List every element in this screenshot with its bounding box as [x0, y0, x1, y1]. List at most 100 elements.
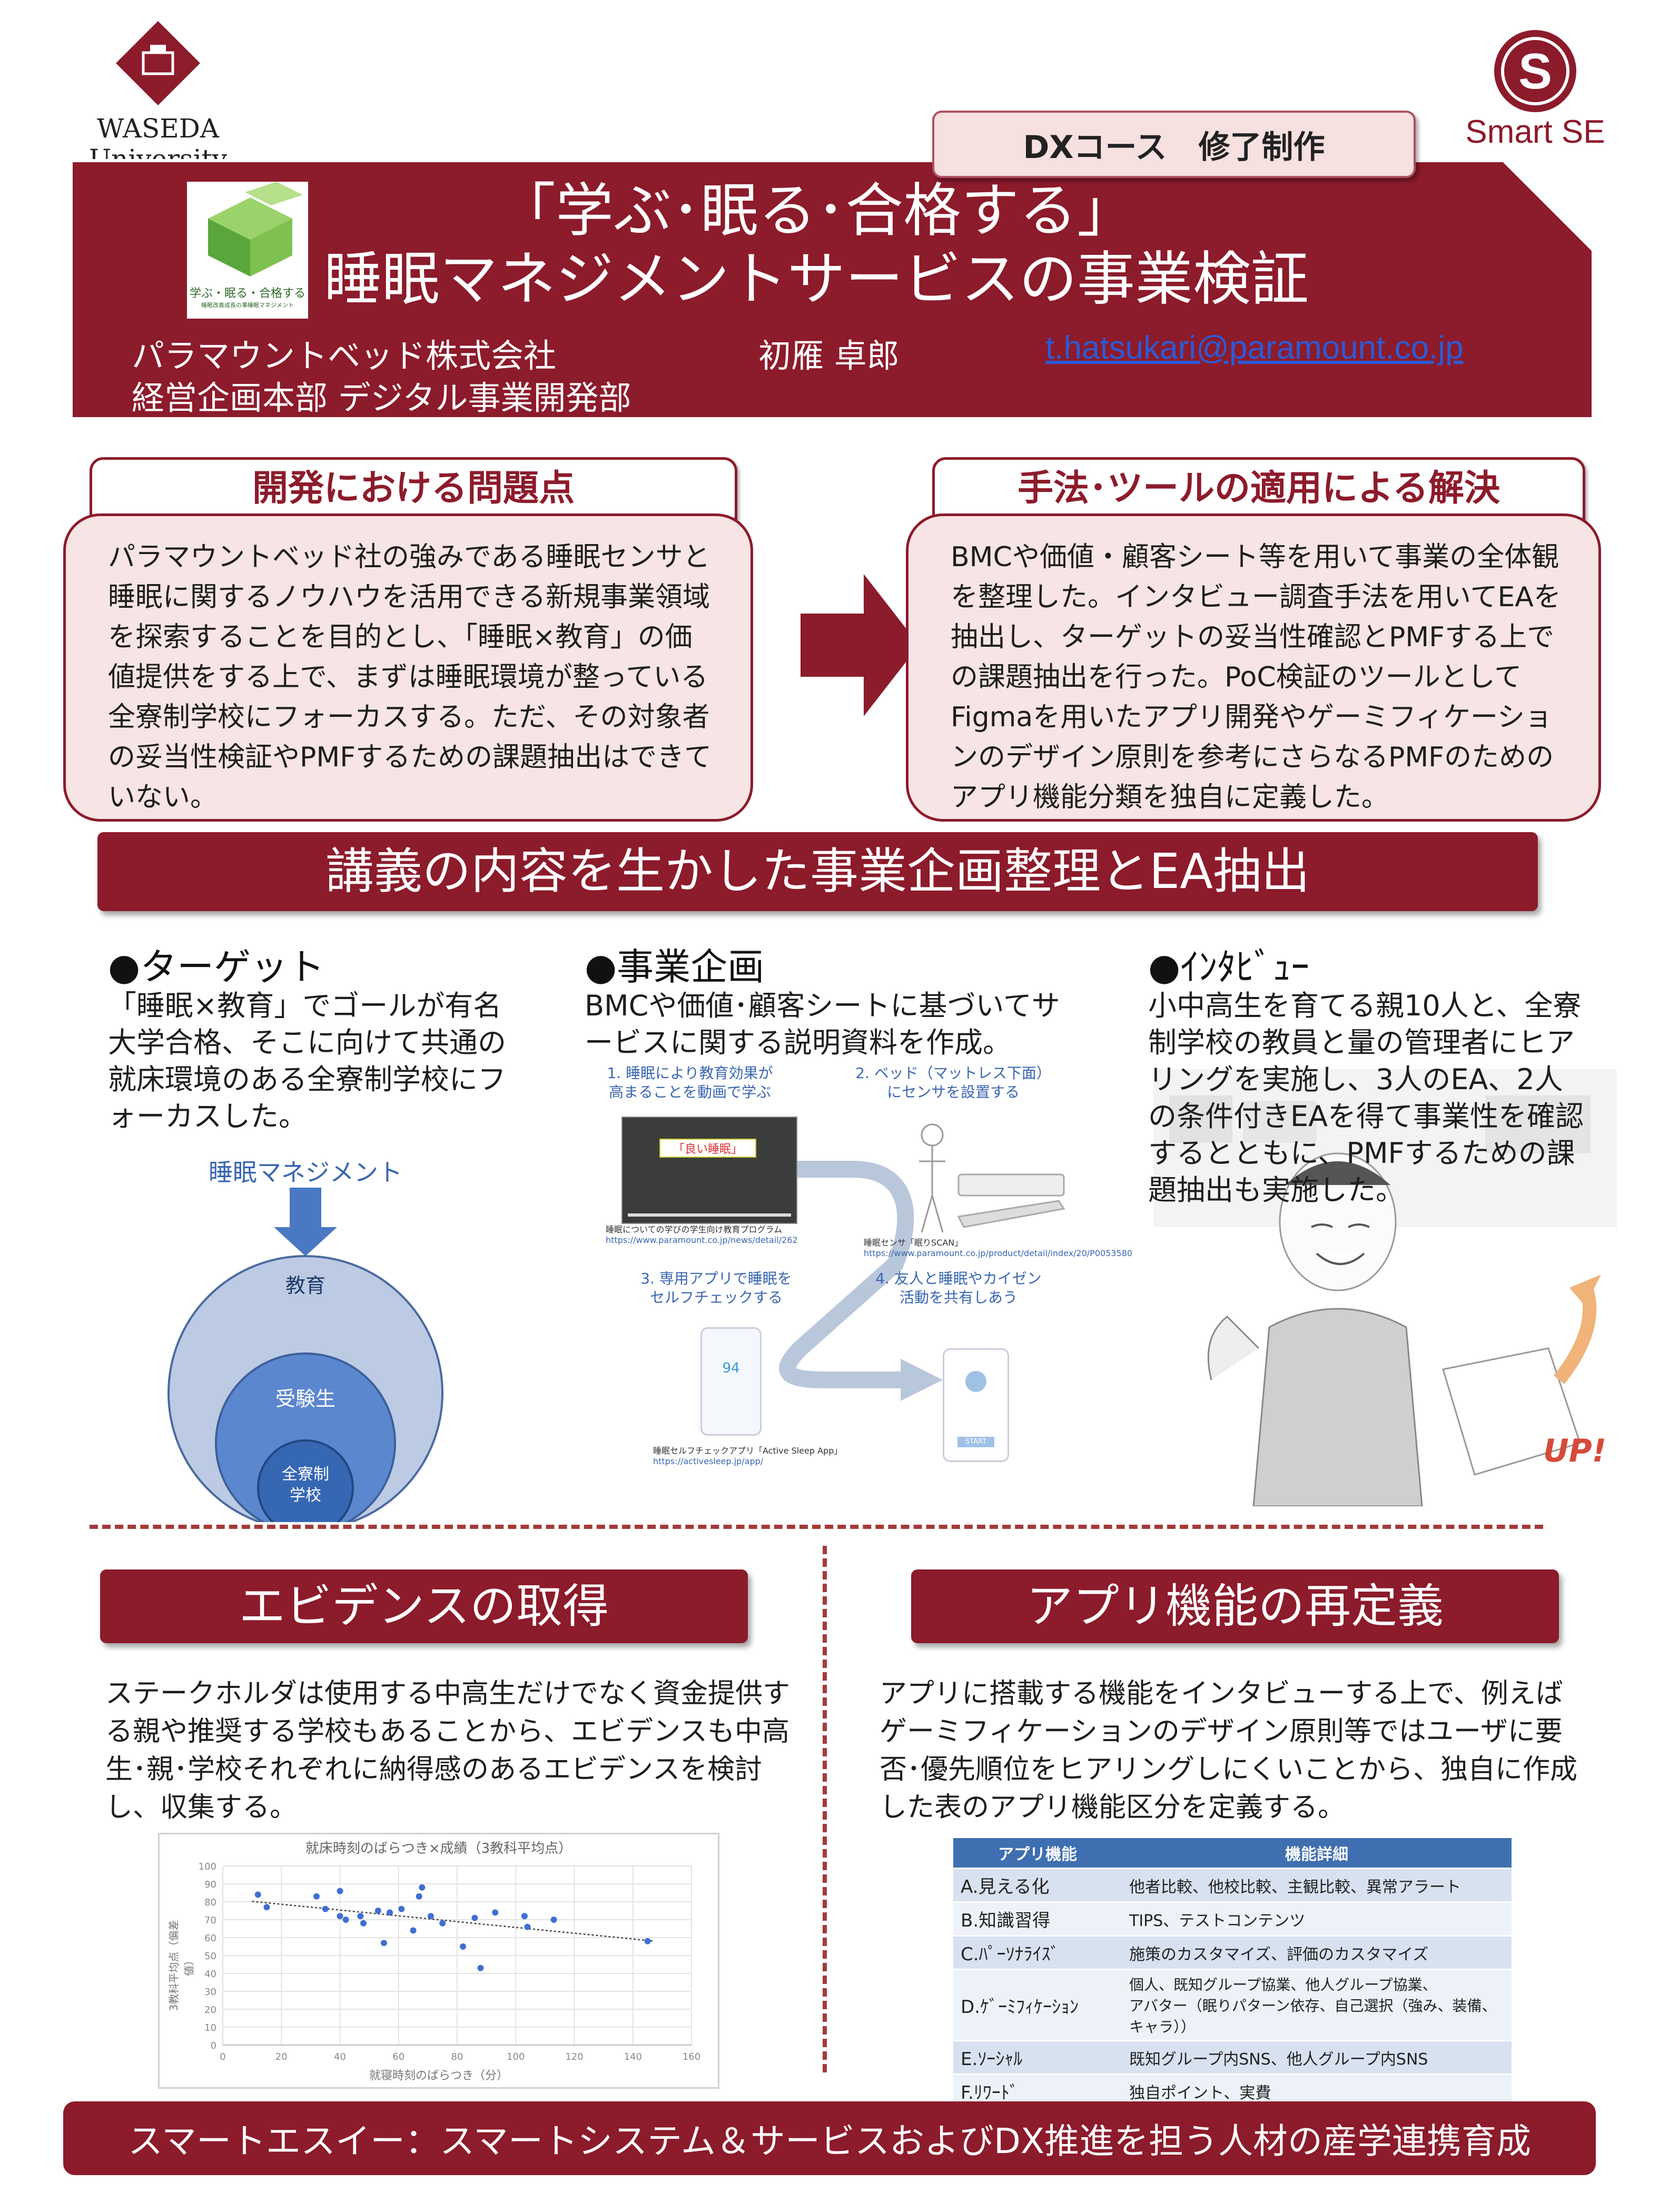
- scatter-point: [550, 1917, 557, 1923]
- author-name: 初雁 卓郎: [758, 337, 900, 375]
- scatter-point: [357, 1913, 364, 1920]
- app-start-button: START: [957, 1437, 994, 1447]
- target-heading: ●ターゲット: [108, 945, 325, 989]
- table-row: A.見える化 他者比較、他校比較、主観比較、異常アラート: [953, 1868, 1512, 1902]
- step-1-text: 1. 睡眠により教育効果が 高まることを動画で学ぶ: [607, 1064, 773, 1101]
- x-tick-label: 60: [392, 2051, 404, 2062]
- detail-cell: 施策のカスタマイズ、評価のカスタマイズ: [1122, 1935, 1512, 1970]
- video-url: https://www.paramount.co.jp/news/detail/…: [606, 1235, 798, 1245]
- scatter-point: [374, 1908, 381, 1914]
- problem-panel: パラマウントベッド社の強みである睡眠センサと睡眠に関するノウハウを活用できる新規…: [63, 514, 753, 822]
- course-badge: DXコース 修了制作: [932, 111, 1416, 178]
- scatter-point: [337, 1888, 343, 1894]
- business-flow-figure: 1. 睡眠により教育効果が 高まることを動画で学ぶ 2. ベッド（マットレス下面…: [579, 1064, 1132, 1469]
- video-title: 「良い睡眠」: [659, 1139, 756, 1158]
- solution-text: BMCや価値・顧客シート等を用いて事業の全体観を整理した。インタビュー調査手法を…: [951, 541, 1561, 813]
- app-url: https://activesleep.jp/app/: [653, 1456, 764, 1466]
- step-4-text: 4. 友人と睡眠やカイゼン 活動を共有しあう: [875, 1270, 1042, 1306]
- video-thumbnail: 「良い睡眠」: [621, 1117, 797, 1224]
- feature-cell: C.ﾊﾟｰｿﾅﾗｲｽﾞ: [953, 1935, 1122, 1970]
- x-tick-label: 20: [275, 2051, 288, 2062]
- business-text: BMCや価値･顧客シートに基づいてサービスに関する説明資料を作成。: [585, 989, 1060, 1059]
- y-tick-label: 10: [204, 2022, 216, 2033]
- scatter-point: [254, 1891, 261, 1898]
- app-phone-right: START: [943, 1348, 1009, 1462]
- feature-table: アプリ機能 機能詳細 A.見える化 他者比較、他校比較、主観比較、異常アラート …: [953, 1838, 1512, 2107]
- detail-cell: TIPS、テストコンテンツ: [1122, 1901, 1512, 1936]
- problem-text: パラマウントベッド社の強みである睡眠センサと睡眠に関するノウハウを活用できる新規…: [108, 541, 712, 813]
- solution-heading: 手法･ツールの適用による解決: [932, 457, 1585, 520]
- scatter-point: [477, 1964, 484, 1971]
- solution-panel: BMCや価値・顧客シート等を用いて事業の全体観を整理した。インタビュー調査手法を…: [906, 514, 1601, 822]
- detail-cell: 他者比較、他校比較、主観比較、異常アラート: [1122, 1868, 1512, 1902]
- circle-education-label: 教育: [285, 1274, 325, 1297]
- scatter-point: [313, 1893, 320, 1900]
- y-tick-label: 20: [204, 2004, 216, 2016]
- author-email[interactable]: t.hatsukari@paramount.co.jp: [1045, 330, 1464, 366]
- up-text: UP!: [1543, 1433, 1607, 1469]
- diagram-label: 睡眠マネジメント: [209, 1158, 402, 1187]
- scatter-point: [419, 1884, 426, 1891]
- trendline: [252, 1900, 654, 1942]
- x-tick-label: 0: [220, 2051, 225, 2062]
- scatter-point: [342, 1917, 349, 1923]
- scatter-point: [398, 1905, 405, 1912]
- app-redefine-banner: アプリ機能の再定義: [911, 1569, 1559, 1643]
- app-caption: 睡眠セルフチェックアプリ「Active Sleep App」: [653, 1446, 843, 1456]
- student-sketch-illustration: [1153, 1069, 1617, 1507]
- vertical-divider: [823, 1546, 827, 2072]
- circle-boarding-school-label: 全寮制 学校: [282, 1465, 329, 1505]
- course-badge-text: DXコース 修了制作: [1023, 129, 1325, 166]
- table-header-detail: 機能詳細: [1122, 1838, 1512, 1869]
- app-avatar-icon: [965, 1371, 986, 1392]
- y-tick-label: 50: [204, 1951, 216, 1962]
- scatter-point: [471, 1914, 478, 1921]
- interview-text: 小中高生を育てる親10人と、全寮制学校の教員と量の管理者にヒアリングを実施し、3…: [1148, 989, 1584, 1207]
- table-header-feature: アプリ機能: [953, 1838, 1122, 1869]
- title-line-2: 睡眠マネジメントサービスの事業検証: [324, 245, 1309, 313]
- nested-circles-diagram: [167, 1188, 443, 1522]
- waseda-emblem-icon: [116, 21, 200, 105]
- x-tick-label: 140: [624, 2051, 642, 2062]
- cube-logo-icon: [208, 182, 303, 276]
- service-logo: 学ぶ・眠る・合格する 睡眠改善成長の事睡眠マネジメント: [187, 182, 308, 319]
- scatter-point: [524, 1923, 531, 1930]
- app-score: 94: [722, 1360, 740, 1376]
- scatter-point: [360, 1920, 367, 1927]
- service-logo-subcaption: 睡眠改善成長の事睡眠マネジメント: [201, 302, 294, 309]
- circle-examinee-label: 受験生: [275, 1387, 335, 1410]
- y-tick-label: 100: [199, 1861, 216, 1872]
- y-tick-label: 30: [204, 1987, 216, 1998]
- table-row: E.ｿｰｼｬﾙ 既知グループ内SNS、他人グループ内SNS: [953, 2040, 1512, 2075]
- target-diagram: 睡眠マネジメント 教育 受験生 全寮制 学校: [158, 1143, 453, 1522]
- detail-cell: 既知グループ内SNS、他人グループ内SNS: [1122, 2040, 1512, 2075]
- app-phone-left: 94: [700, 1327, 762, 1436]
- y-tick-label: 80: [204, 1897, 216, 1908]
- feature-table-wrap: アプリ機能 機能詳細 A.見える化 他者比較、他校比較、主観比較、異常アラート …: [953, 1838, 1512, 2107]
- y-tick-label: 0: [211, 2040, 216, 2051]
- y-tick-label: 60: [204, 1933, 216, 1944]
- scatter-point: [263, 1904, 270, 1911]
- arrow-right-icon: [801, 574, 919, 716]
- detail-cell: 個人、既知グループ協業、他人グループ協業、 アバター（眠りパターン依存、自己選択…: [1122, 1969, 1512, 2041]
- horizontal-divider: [90, 1525, 1543, 1529]
- interview-illustration: UP!: [1148, 1053, 1627, 1507]
- step-3-text: 3. 専用アプリで睡眠を セルフチェックする: [640, 1270, 792, 1306]
- table-row: C.ﾊﾟｰｿﾅﾗｲｽﾞ 施策のカスタマイズ、評価のカスタマイズ: [953, 1935, 1512, 1970]
- smartse-logo: S Smart SE: [1422, 26, 1648, 150]
- chart-ylabel: 3教科平均点（偏差値）: [167, 1920, 195, 2011]
- chart-title: 就床時刻のばらつき×成績（3教科平均点）: [305, 1841, 572, 1856]
- sensor-caption: 睡眠センサ「眠りSCAN」: [864, 1238, 963, 1248]
- evidence-text: ステークホルダは使用する中高生だけでなく資金提供する親や推奨する学校もあることか…: [105, 1678, 791, 1823]
- scatter-point: [644, 1938, 651, 1944]
- bed-sensor-illustration: [919, 1123, 1065, 1233]
- target-text: 「睡眠×教育」でゴールが有名大学合格、そこに向けて共通の就床環境のある全寮制学校…: [108, 989, 506, 1133]
- y-tick-label: 70: [204, 1915, 216, 1926]
- problem-heading: 開発における問題点: [90, 457, 737, 520]
- play-bar: [628, 1213, 791, 1217]
- scatter-point: [492, 1909, 499, 1916]
- x-tick-label: 100: [507, 2051, 525, 2062]
- x-tick-label: 160: [683, 2051, 700, 2062]
- footer-text: スマートエスイー：スマートシステム＆サービスおよびDX推進を担う人材の産学連携育…: [127, 2121, 1532, 2161]
- title-line-1: 「学ぶ･眠る･合格する」: [498, 177, 1135, 244]
